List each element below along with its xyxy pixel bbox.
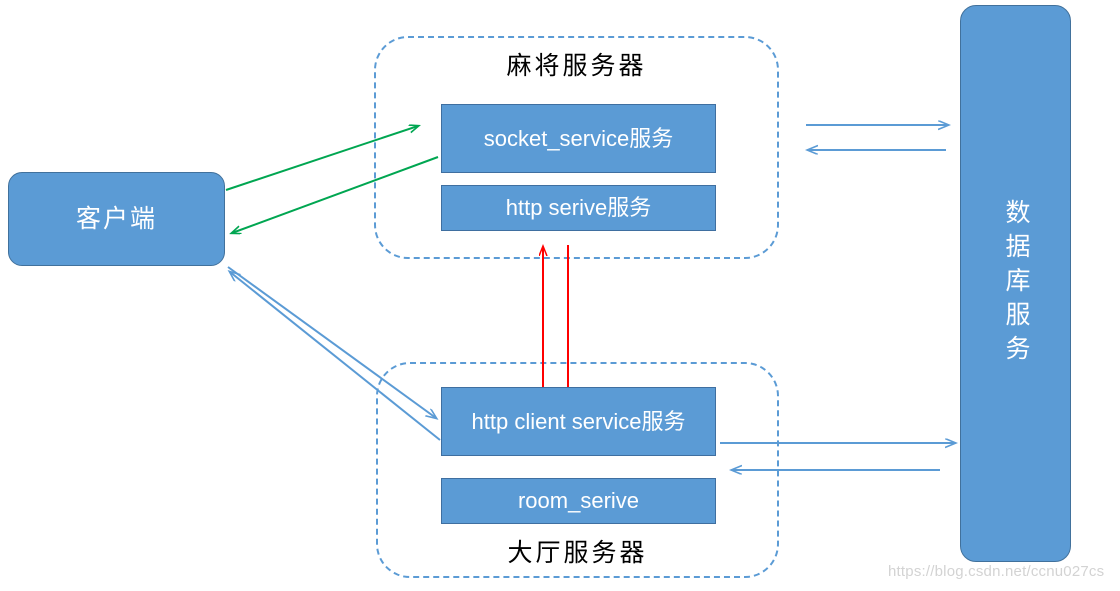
node-http-client-service[interactable]: http client service服务 [441, 387, 716, 456]
node-database[interactable]: 数据库服务 [960, 5, 1071, 562]
node-http-serive[interactable]: http serive服务 [441, 185, 716, 231]
group-lobby-title: 大厅服务器 [507, 539, 648, 567]
node-socket-service[interactable]: socket_service服务 [441, 104, 716, 173]
node-database-label: 数据库服务 [1002, 198, 1030, 369]
group-mahjong-title: 麻将服务器 [506, 52, 647, 80]
node-client[interactable]: 客户端 [8, 172, 225, 266]
node-room-serive[interactable]: room_serive [441, 478, 716, 524]
watermark-text: https://blog.csdn.net/ccnu027cs [888, 563, 1105, 580]
